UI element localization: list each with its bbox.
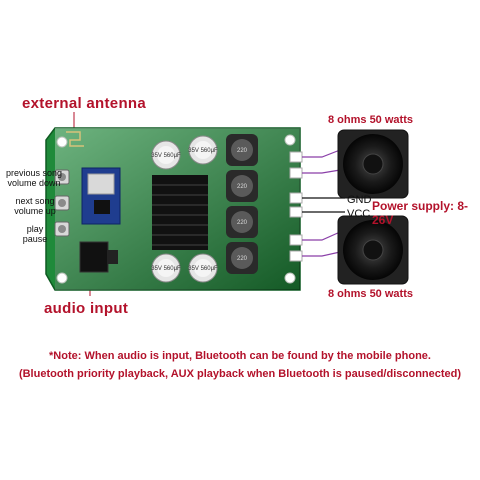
speaker-top <box>337 129 409 199</box>
audio-jack <box>79 241 118 273</box>
inductor-marking-4: 220 <box>237 256 248 262</box>
capacitors <box>151 135 218 283</box>
inductors <box>226 134 258 274</box>
bluetooth-module <box>81 167 121 225</box>
terminals <box>289 151 303 262</box>
external-antenna-label: external antenna <box>22 95 147 112</box>
inductor-marking-2: 220 <box>237 184 248 190</box>
capacitor-marking-1: 35V 560μF <box>151 153 181 159</box>
inductor-markings: 220 220 220 220 <box>237 148 248 262</box>
speaker-bottom <box>337 215 409 285</box>
inductor-marking-1: 220 <box>237 148 248 154</box>
power-supply-label: Power supply: 8-26V <box>372 199 469 227</box>
next-button-label: next song volume up <box>14 196 56 216</box>
wires <box>302 149 345 257</box>
audio-input-label: audio input <box>44 300 129 317</box>
play-button-label: play pause <box>22 224 48 244</box>
heatsink <box>152 175 208 250</box>
speaker-bottom-label: 8 ohms 50 watts <box>328 288 413 300</box>
vcc-label: VCC <box>347 208 371 220</box>
buttons <box>54 169 70 237</box>
capacitor-marking-4: 35V 560μF <box>188 266 218 272</box>
capacitor-marking-2: 35V 560μF <box>188 148 218 154</box>
previous-button-label: previous song volume down <box>5 168 63 188</box>
gnd-label: GND <box>347 194 372 206</box>
speaker-top-label: 8 ohms 50 watts <box>328 114 413 126</box>
inductor-marking-3: 220 <box>237 220 248 226</box>
antenna-trace <box>66 131 84 147</box>
note-line-2: (Bluetooth priority playback, AUX playba… <box>18 368 462 380</box>
capacitor-markings: 35V 560μF 35V 560μF 35V 560μF 35V 560μF <box>151 148 218 272</box>
capacitor-marking-3: 35V 560μF <box>151 266 181 272</box>
note-line-1: *Note: When audio is input, Bluetooth ca… <box>49 350 431 362</box>
